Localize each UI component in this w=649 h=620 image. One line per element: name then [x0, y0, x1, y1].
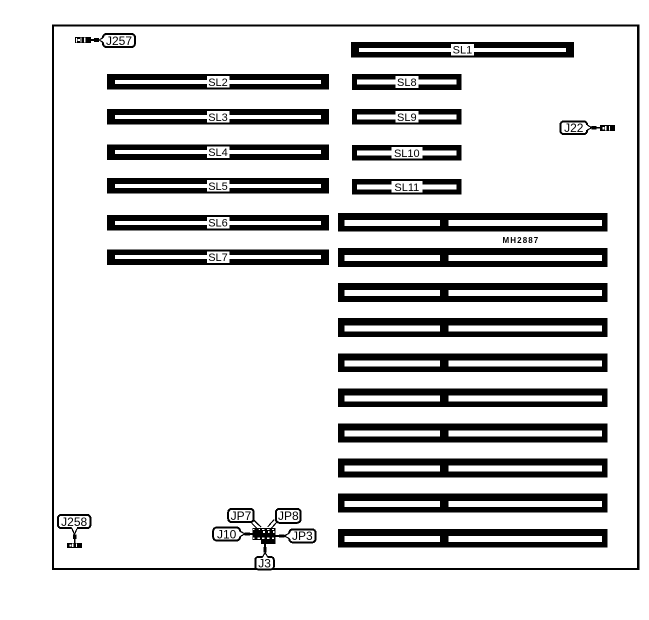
svg-text:SL1: SL1	[453, 45, 473, 57]
svg-text:SL9: SL9	[397, 112, 417, 124]
svg-text:SL8: SL8	[397, 77, 417, 89]
svg-text:SL7: SL7	[208, 252, 228, 264]
svg-text:SL5: SL5	[208, 181, 228, 193]
svg-text:SL2: SL2	[208, 77, 228, 89]
svg-text:J22: J22	[564, 121, 584, 135]
svg-text:J258: J258	[61, 515, 87, 529]
svg-text:J257: J257	[106, 34, 132, 48]
svg-text:JP3: JP3	[292, 529, 313, 543]
svg-text:SL10: SL10	[394, 148, 420, 160]
svg-text:JP7: JP7	[231, 509, 252, 523]
svg-text:SL11: SL11	[394, 182, 419, 194]
svg-text:SL4: SL4	[208, 147, 228, 159]
svg-text:JP8: JP8	[278, 509, 299, 523]
svg-text:SL6: SL6	[208, 218, 228, 230]
svg-text:SL3: SL3	[208, 112, 228, 124]
svg-text:MH2887: MH2887	[503, 236, 540, 245]
svg-text:J10: J10	[217, 527, 237, 541]
svg-text:J3: J3	[258, 557, 271, 571]
